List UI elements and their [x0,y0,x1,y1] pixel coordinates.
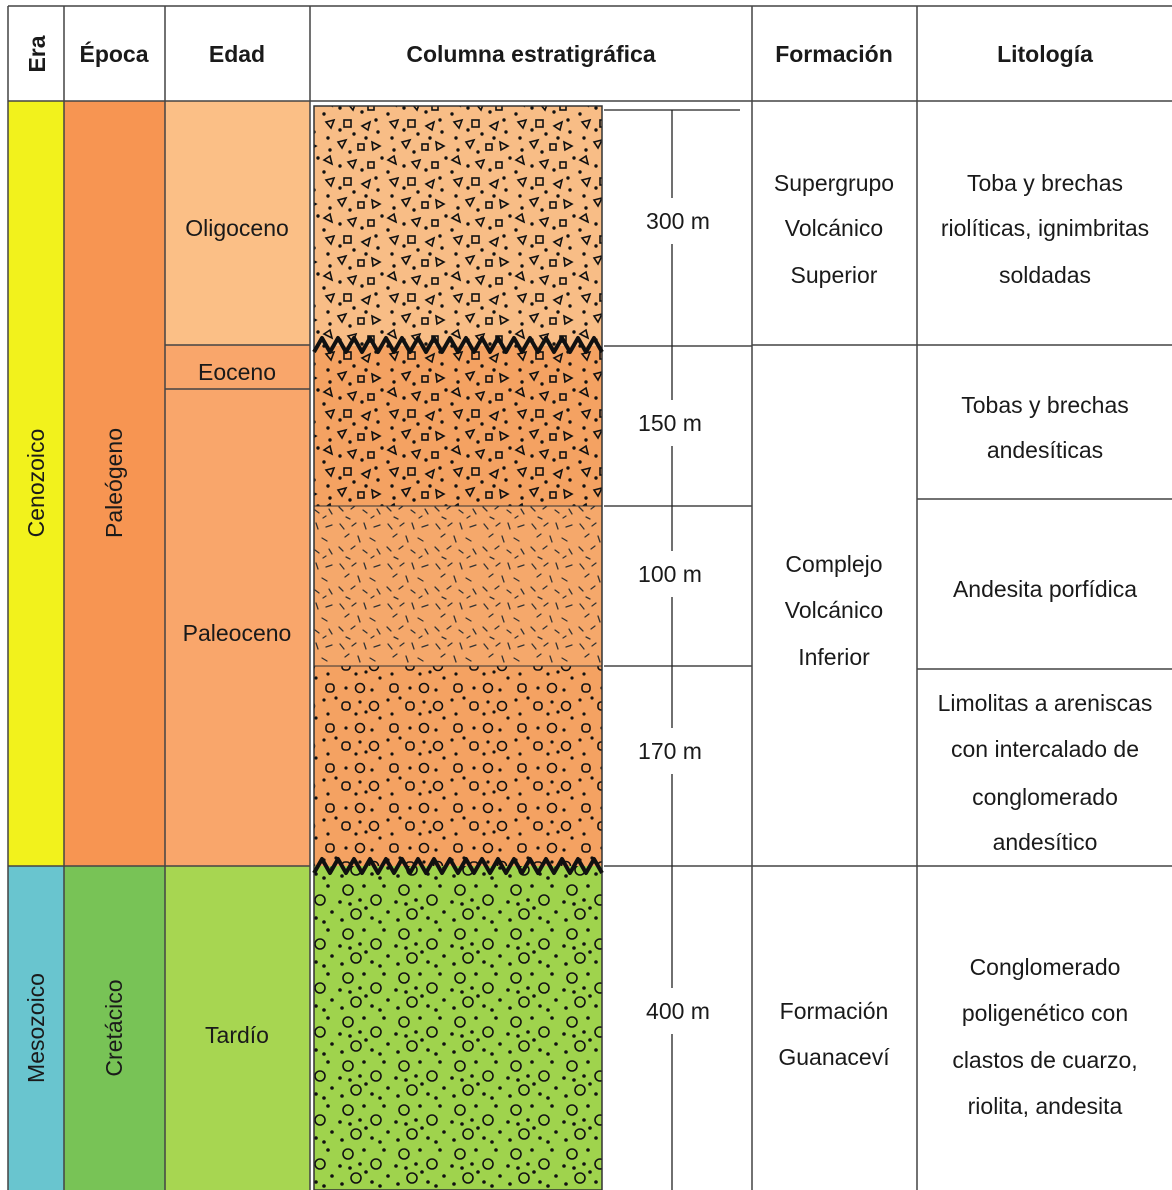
epoch-label: Cretácico [101,979,127,1076]
layer-1-pattern [314,106,602,346]
formation-line: Volcánico [785,597,883,623]
thickness-label: 400 m [646,998,710,1024]
lithology-line: Toba y brechas [967,170,1123,196]
lithology-line: con intercalado de [951,736,1139,762]
lithology-line: andesítico [993,829,1098,855]
lithology-line: Conglomerado [970,954,1121,980]
age-label: Tardío [205,1022,269,1048]
header-formacion: Formación [775,41,893,67]
lithology-line: Limolitas a areniscas [938,690,1153,716]
header-epoca: Época [79,40,148,67]
formation-line: Complejo [785,551,882,577]
age-label: Paleoceno [183,620,292,646]
formation-line: Superior [791,262,878,288]
thickness-label: 170 m [638,738,702,764]
formation-line: Inferior [798,644,870,670]
epoch-label: Paleógeno [101,428,127,538]
layer-3-pattern [314,506,602,666]
layer-2-pattern [314,346,602,506]
header-edad: Edad [209,41,265,67]
lithology-line: poligenético con [962,1000,1128,1026]
formation-line: Formación [780,998,889,1024]
header-litologia: Litología [997,41,1093,67]
thickness-label: 150 m [638,410,702,436]
lithology-line: clastos de cuarzo, [952,1047,1137,1073]
layer-4-pattern [314,666,602,866]
era-label: Cenozoico [23,429,49,538]
lithology-line: andesíticas [987,437,1103,463]
stratigraphic-column [314,106,602,1190]
formation-line: Supergrupo [774,170,894,196]
thickness-label: 300 m [646,208,710,234]
lithology-line: Andesita porfídica [953,576,1137,602]
era-label: Mesozoico [23,973,49,1083]
formation-line: Guanaceví [778,1044,890,1070]
lithology-line: riolita, andesita [968,1093,1123,1119]
layer-5-pattern [314,866,602,1190]
formation-line: Volcánico [785,215,883,241]
header-era: Era [24,35,50,72]
lithology-line: conglomerado [972,784,1118,810]
lithology-line: soldadas [999,262,1091,288]
lithology-line: riolíticas, ignimbritas [941,215,1149,241]
header-columna: Columna estratigráfica [406,41,655,67]
age-label: Eoceno [198,359,276,385]
lithology-line: Tobas y brechas [961,392,1128,418]
age-label: Oligoceno [185,215,289,241]
thickness-scale [604,110,752,1190]
thickness-label: 100 m [638,561,702,587]
